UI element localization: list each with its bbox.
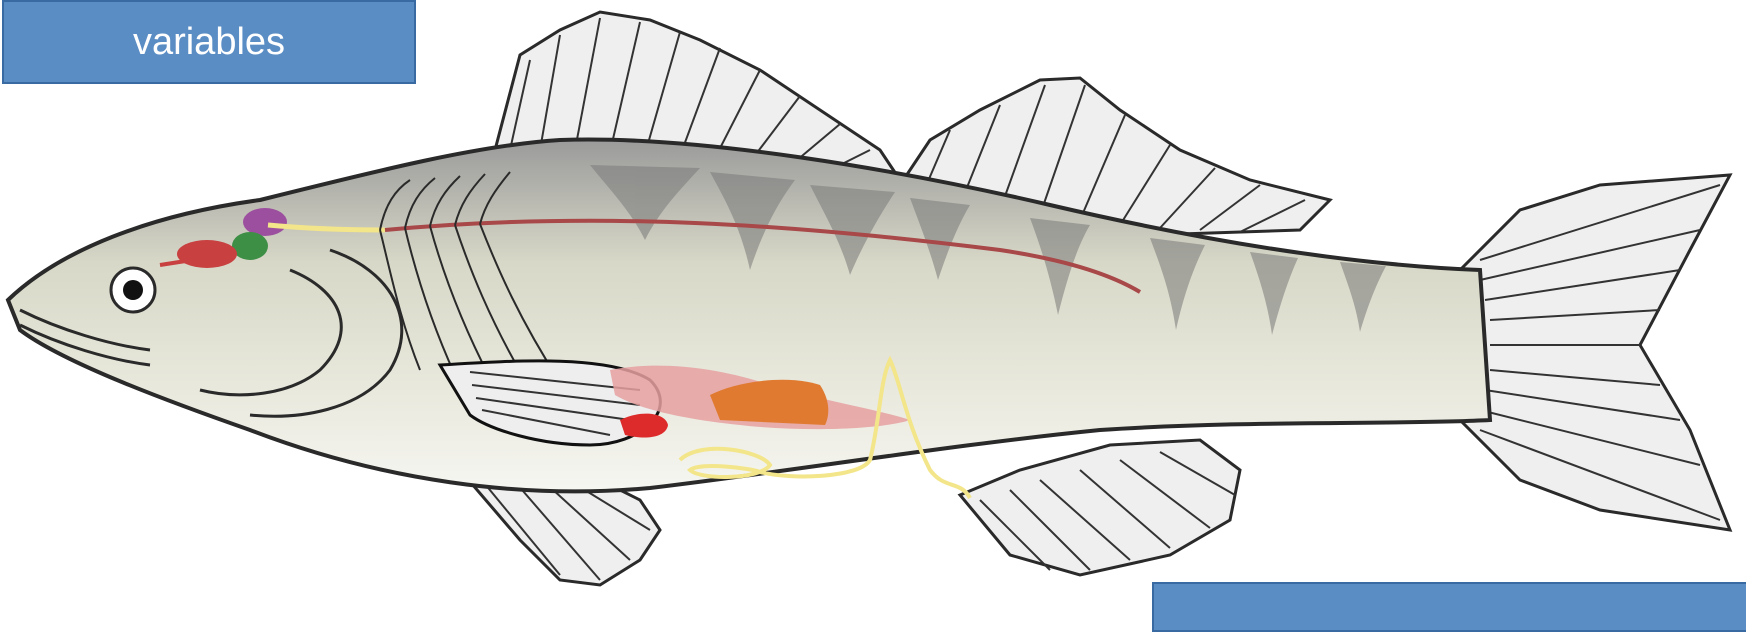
caudal-fin [1460,175,1730,530]
bottom-label-box [1152,582,1746,632]
variables-label: variables [2,0,416,84]
liver [620,414,668,438]
eye [111,268,155,312]
anal-fin [960,440,1240,575]
fish-anatomy-diagram [0,0,1746,617]
